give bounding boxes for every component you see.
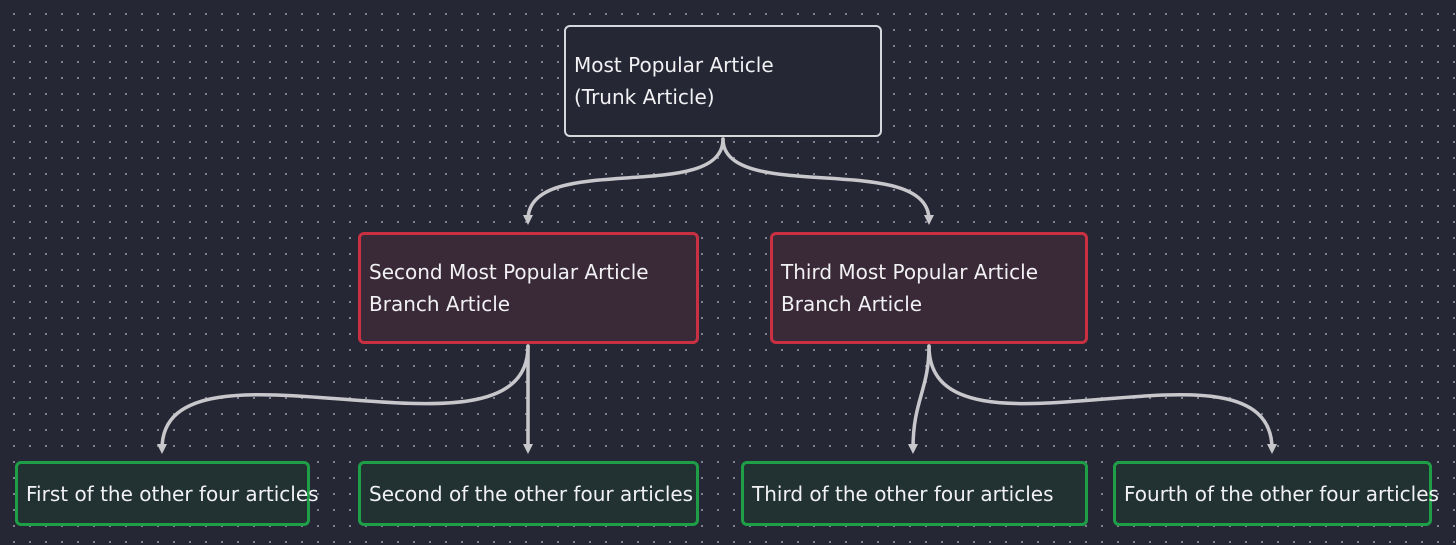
trunk-article-subtitle: (Trunk Article) xyxy=(574,85,715,109)
branch-article-title: Second Most Popular Article xyxy=(369,260,649,284)
leaf-article-node-first[interactable]: First of the other four articles xyxy=(15,461,319,526)
leaf-article-node-second[interactable]: Second of the other four articles xyxy=(358,461,699,526)
connector-branch-1-to-leaf-1 xyxy=(157,344,530,454)
branch-article-node-third[interactable]: Third Most Popular Article Branch Articl… xyxy=(770,232,1088,344)
leaf-article-label: First of the other four articles xyxy=(26,481,319,506)
connector-branch-2-to-leaf-4 xyxy=(927,344,1277,454)
connector-trunk-to-branch-1 xyxy=(523,137,725,225)
branch-article-subtitle: Branch Article xyxy=(369,292,511,316)
trunk-article-title: Most Popular Article xyxy=(574,53,774,77)
branch-article-subtitle: Branch Article xyxy=(781,292,923,316)
leaf-article-label: Fourth of the other four articles xyxy=(1124,481,1439,506)
leaf-article-label: Second of the other four articles xyxy=(369,481,694,506)
branch-article-title: Third Most Popular Article xyxy=(781,260,1038,284)
connector-trunk-to-branch-2 xyxy=(721,137,934,225)
connector-branch-2-to-leaf-3 xyxy=(908,344,931,454)
trunk-article-node[interactable]: Most Popular Article (Trunk Article) xyxy=(564,25,882,137)
leaf-article-node-third[interactable]: Third of the other four articles xyxy=(741,461,1088,526)
leaf-article-label: Third of the other four articles xyxy=(752,481,1054,506)
leaf-article-node-fourth[interactable]: Fourth of the other four articles xyxy=(1113,461,1439,526)
branch-article-node-second[interactable]: Second Most Popular Article Branch Artic… xyxy=(358,232,699,344)
